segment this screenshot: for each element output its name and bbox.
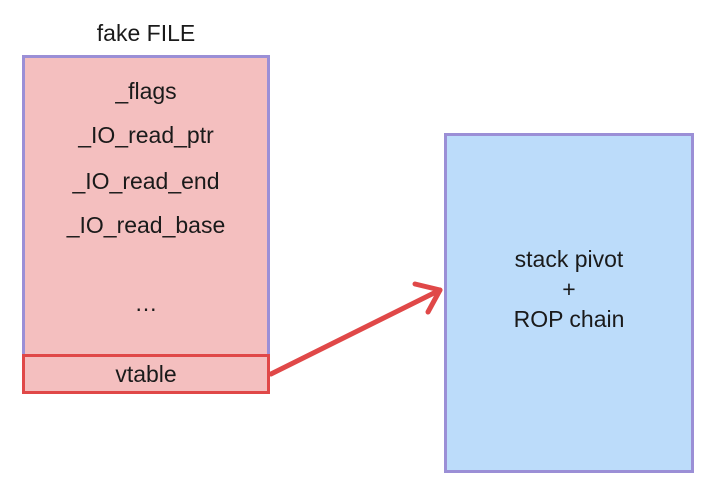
vtable-field: vtable xyxy=(22,354,270,394)
arrow-head xyxy=(412,281,443,315)
target-text: stack pivot + ROP chain xyxy=(447,244,691,334)
field-io-read-base: _IO_read_base xyxy=(66,212,226,238)
arrow-shaft xyxy=(268,287,443,377)
field-io-read-end: _IO_read_end xyxy=(72,168,220,194)
field-flags: _flags xyxy=(115,78,177,104)
field-io-read-ptr: _IO_read_ptr xyxy=(78,122,214,148)
target-line-plus: + xyxy=(562,276,576,302)
target-line-rop-chain: ROP chain xyxy=(513,306,625,332)
fake-file-title: fake FILE xyxy=(96,20,196,46)
stack-pivot-rop-box: stack pivot + ROP chain xyxy=(444,133,694,473)
field-ellipsis: … xyxy=(134,290,158,316)
fake-file-struct: _flags _IO_read_ptr _IO_read_end _IO_rea… xyxy=(22,55,270,392)
target-line-stack-pivot: stack pivot xyxy=(514,246,624,272)
